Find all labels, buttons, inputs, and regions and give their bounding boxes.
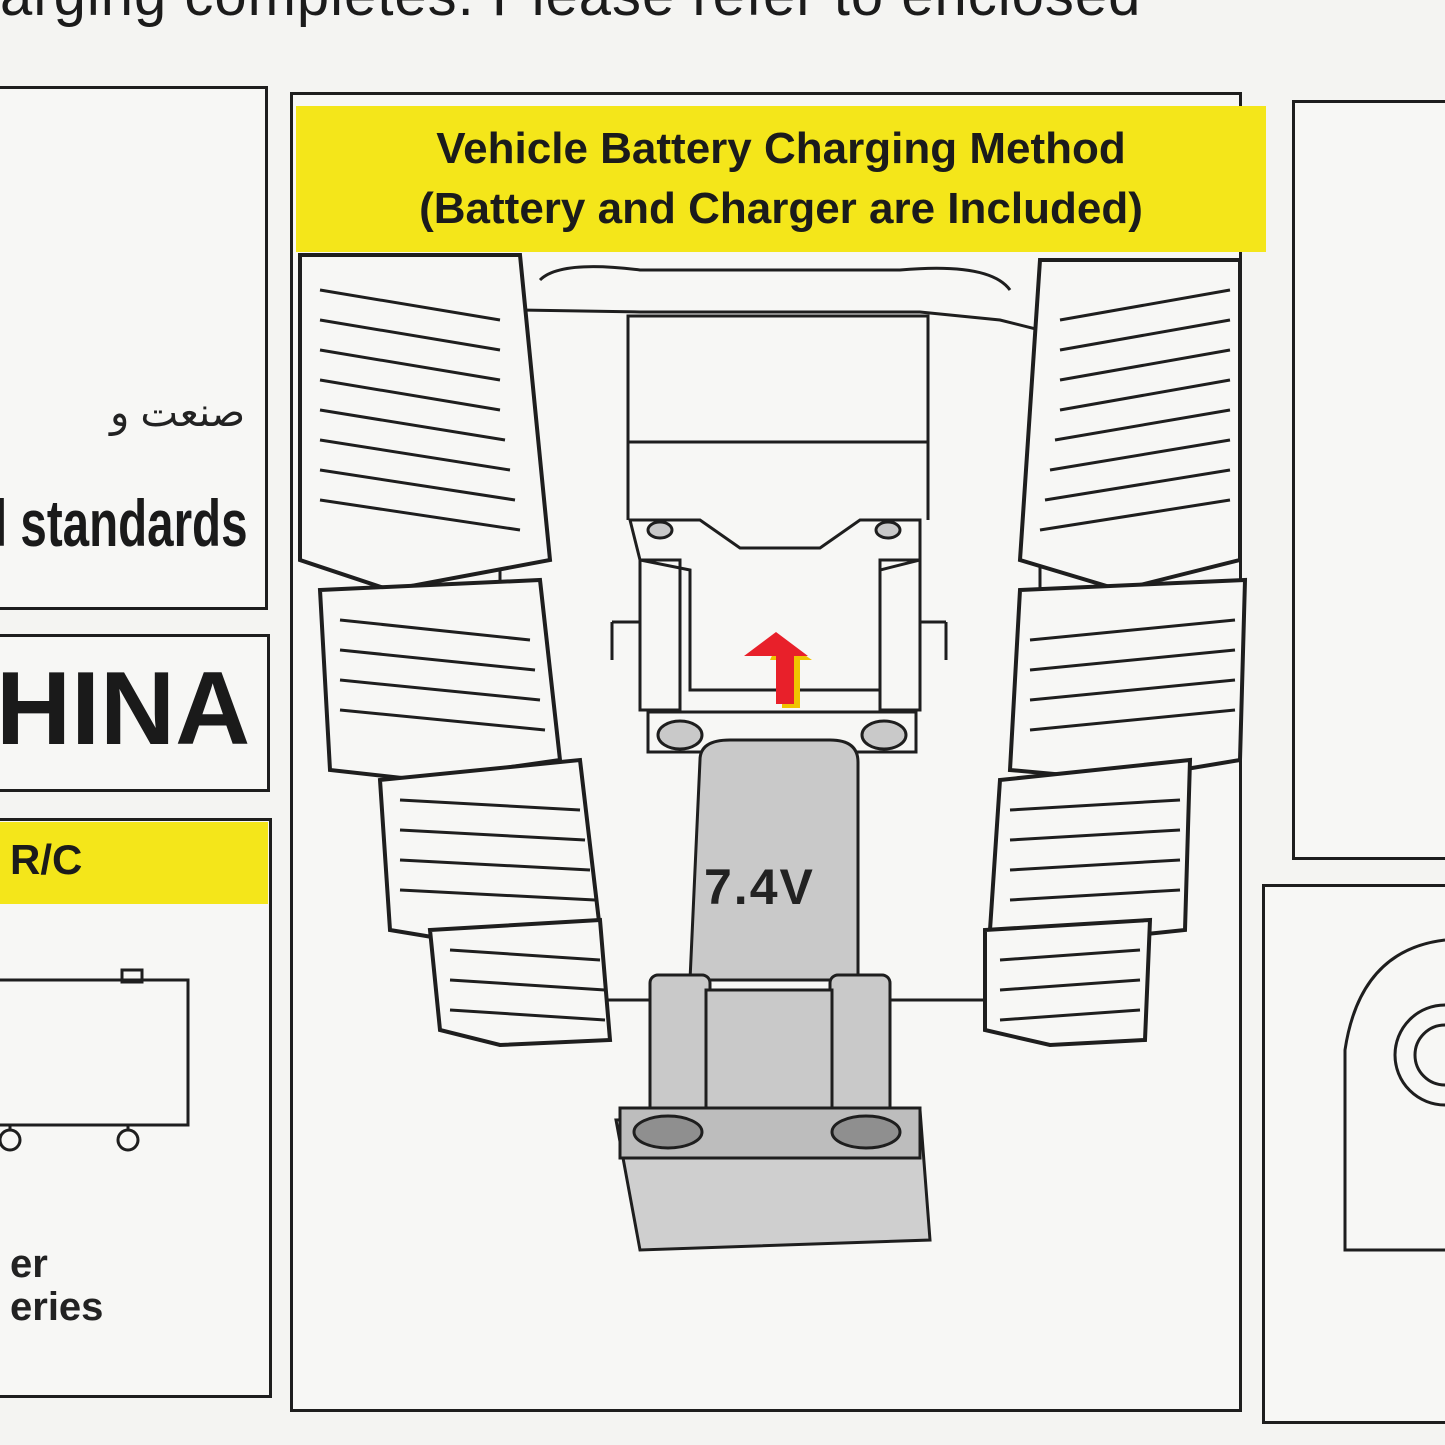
country-text: HINA (0, 651, 251, 767)
left-footer-line1: er (10, 1242, 48, 1286)
left-footer-line2: eries (10, 1285, 104, 1329)
left-tread (319, 288, 606, 1022)
rc-label: R/C (10, 836, 83, 883)
arabic-text: صنعت و (110, 391, 246, 435)
left-rc-box (0, 818, 272, 1398)
battery-bracket (610, 518, 948, 754)
right-tread (999, 288, 1236, 1022)
right-round-sketch (1343, 938, 1445, 1252)
battery-pack (614, 738, 932, 1252)
insert-arrow (744, 632, 812, 708)
header-instruction-text: arging completes. Please refer to enclos… (0, 0, 1445, 42)
left-standards-box (0, 86, 268, 610)
main-title-line2: (Battery and Charger are Included) (419, 184, 1143, 233)
standards-text: l standards (0, 486, 248, 560)
left-device-sketch (0, 968, 190, 1152)
right-bottom-box (1262, 884, 1445, 1424)
left-country-box (0, 634, 270, 792)
battery-voltage-label: 7.4V (704, 859, 815, 915)
right-top-box (1292, 100, 1445, 860)
main-title-line1: Vehicle Battery Charging Method (436, 124, 1126, 173)
main-title-banner: Vehicle Battery Charging Method (Battery… (296, 106, 1266, 252)
rc-yellow-bar (0, 822, 268, 904)
